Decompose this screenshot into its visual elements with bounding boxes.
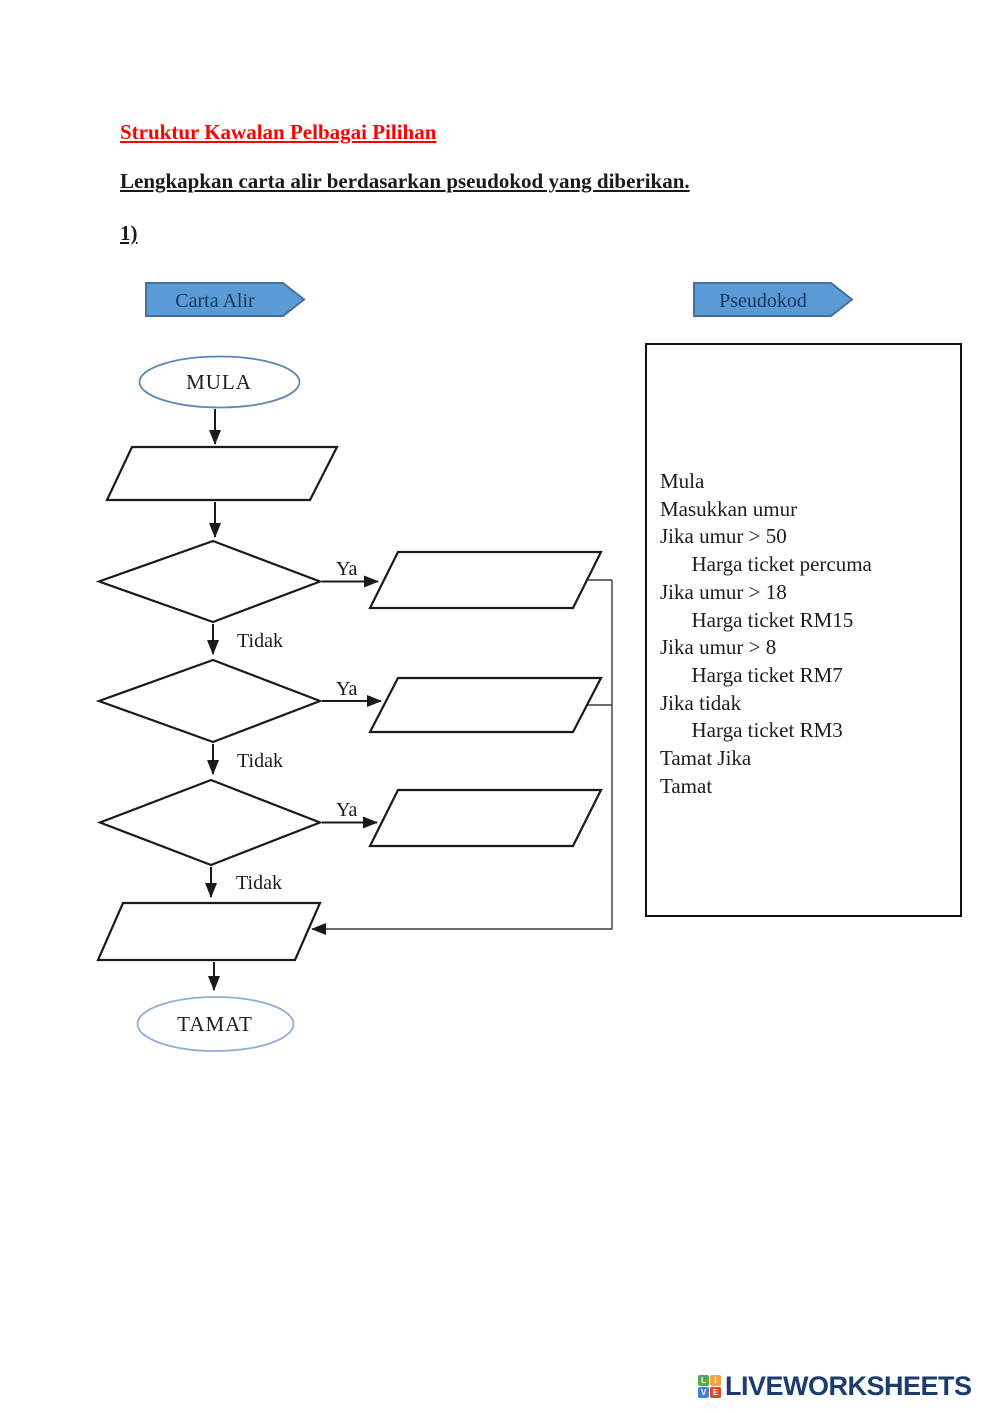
- banner-carta-alir: [145, 282, 306, 317]
- decision2-no-label: Tidak: [237, 750, 283, 772]
- output4-parallelogram-blank[interactable]: [96, 901, 322, 962]
- pseudocode-line: Tamat Jika: [660, 746, 752, 771]
- pseudocode-line: Jika umur > 18: [660, 579, 787, 604]
- pseudocode-line: Jika umur > 50: [660, 524, 787, 549]
- pseudocode-line: Jika tidak: [660, 690, 742, 715]
- pseudocode-line: Masukkan umur: [660, 496, 798, 521]
- pseudocode-text: Mula Masukkan umur Jika umur > 50 Harga …: [660, 468, 872, 800]
- pseudocode-line: Tamat: [660, 773, 713, 798]
- logo-cell: E: [710, 1387, 721, 1398]
- output3-parallelogram-blank[interactable]: [368, 788, 603, 848]
- output1-parallelogram-blank[interactable]: [368, 550, 603, 610]
- pseudocode-line: Harga ticket RM3: [660, 718, 843, 743]
- liveworksheets-icon: L I V E: [698, 1375, 721, 1398]
- logo-cell: L: [698, 1375, 709, 1386]
- decision2-yes-label: Ya: [336, 678, 357, 700]
- logo-cell: I: [710, 1375, 721, 1386]
- page-title: Struktur Kawalan Pelbagai Pilihan: [120, 120, 437, 144]
- instruction-text: Lengkapkan carta alir berdasarkan pseudo…: [120, 169, 690, 193]
- decision1-diamond-blank[interactable]: [95, 539, 324, 624]
- brand-name: LIVEWORKSHEETS: [725, 1371, 972, 1401]
- liveworksheets-logo[interactable]: L I V E LIVEWORKSHEETS: [698, 1371, 972, 1402]
- question-number: 1): [120, 221, 138, 245]
- pseudocode-box: Mula Masukkan umur Jika umur > 50 Harga …: [645, 343, 962, 917]
- input-parallelogram-blank[interactable]: [105, 445, 339, 502]
- decision2-diamond-blank[interactable]: [95, 658, 324, 744]
- connector-return-line: [311, 580, 613, 935]
- banner-pseudokod-label: Pseudokod: [719, 290, 807, 312]
- pseudocode-line: Harga ticket RM7: [660, 662, 843, 687]
- start-terminal-label: MULA: [186, 370, 252, 394]
- pseudocode-line: Harga ticket percuma: [660, 552, 872, 577]
- decision3-yes-label: Ya: [336, 799, 357, 821]
- end-terminal: [136, 996, 295, 1052]
- pseudocode-line: Harga ticket RM15: [660, 607, 854, 632]
- end-terminal-label: TAMAT: [177, 1012, 253, 1036]
- start-terminal: [138, 355, 301, 409]
- decision3-diamond-blank[interactable]: [96, 778, 324, 867]
- decision3-no-label: Tidak: [236, 872, 282, 894]
- logo-cell: V: [698, 1387, 709, 1398]
- banner-pseudokod: [693, 282, 854, 317]
- pseudocode-line: Jika umur > 8: [660, 635, 777, 660]
- output2-parallelogram-blank[interactable]: [368, 676, 603, 734]
- decision1-no-label: Tidak: [237, 630, 283, 652]
- pseudocode-line: Mula: [660, 469, 705, 493]
- banner-carta-alir-label: Carta Alir: [175, 290, 255, 312]
- decision1-yes-label: Ya: [336, 558, 357, 580]
